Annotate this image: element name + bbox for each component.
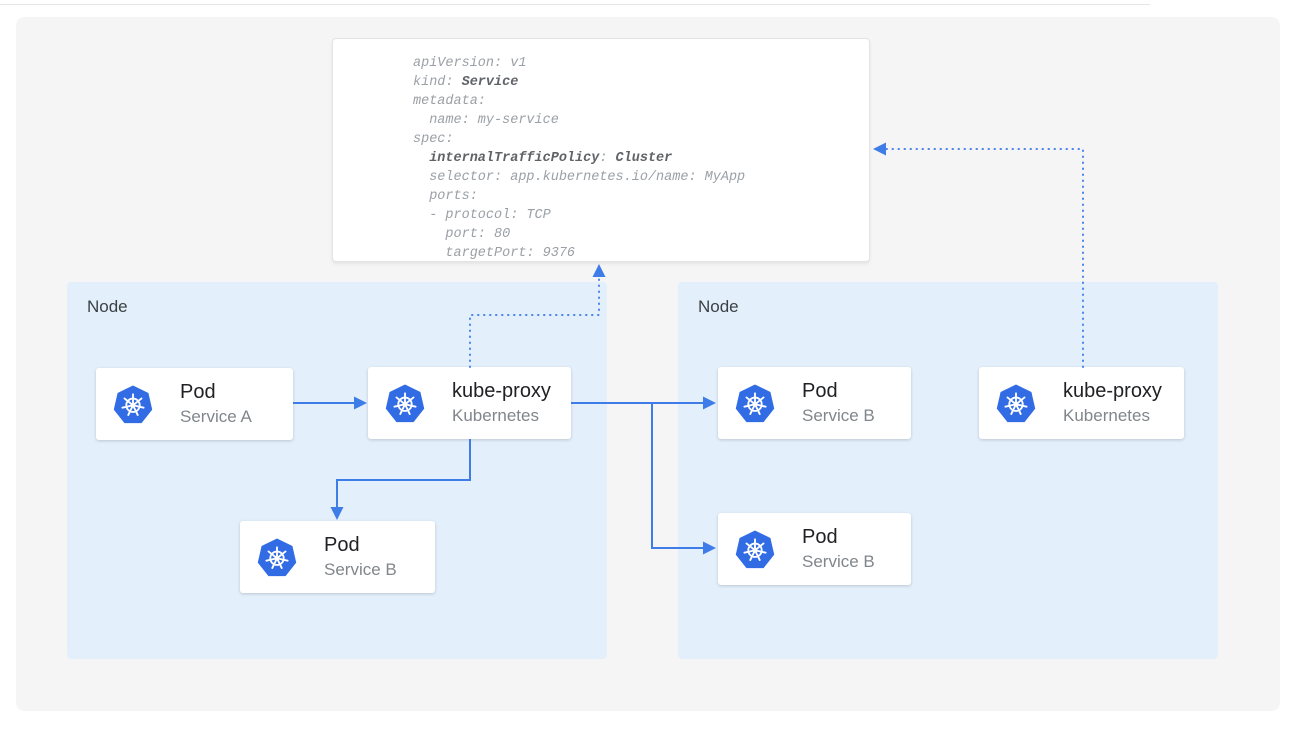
node-label: Node <box>698 297 739 317</box>
card-kube-proxy-left: kube-proxy Kubernetes <box>368 367 571 439</box>
node-right: Node <box>678 282 1218 659</box>
card-subtitle: Kubernetes <box>1063 404 1162 427</box>
yaml-line: port: 80 <box>413 225 869 244</box>
card-kube-proxy-right: kube-proxy Kubernetes <box>979 367 1184 439</box>
card-pod-service-b-left: Pod Service B <box>240 521 435 593</box>
yaml-line: apiVersion: v1 <box>413 54 869 73</box>
top-divider <box>0 4 1150 5</box>
yaml-line: metadata: <box>413 92 869 111</box>
card-title: Pod <box>802 379 875 404</box>
yaml-line-internal-traffic-policy: internalTrafficPolicy: Cluster <box>413 149 869 168</box>
kubernetes-icon <box>734 528 776 570</box>
node-label: Node <box>87 297 128 317</box>
yaml-line: selector: app.kubernetes.io/name: MyApp <box>413 168 869 187</box>
yaml-line: ports: <box>413 187 869 206</box>
yaml-line: - protocol: TCP <box>413 206 869 225</box>
card-title: Pod <box>180 380 252 405</box>
kubernetes-icon <box>256 536 298 578</box>
service-yaml-card: apiVersion: v1 kind: Service metadata: n… <box>332 38 870 262</box>
kubernetes-icon <box>384 382 426 424</box>
card-title: Pod <box>324 533 397 558</box>
kubernetes-icon <box>995 382 1037 424</box>
card-pod-service-b-right-bottom: Pod Service B <box>718 513 911 585</box>
card-subtitle: Kubernetes <box>452 404 551 427</box>
card-title: Pod <box>802 525 875 550</box>
yaml-line: spec: <box>413 130 869 149</box>
card-subtitle: Service B <box>324 558 397 581</box>
yaml-line: kind: Service <box>413 73 869 92</box>
yaml-line: targetPort: 9376 <box>413 244 869 263</box>
node-left: Node <box>67 282 607 659</box>
card-title: kube-proxy <box>452 379 551 404</box>
card-pod-service-b-right-top: Pod Service B <box>718 367 911 439</box>
kubernetes-icon <box>734 382 776 424</box>
card-pod-service-a: Pod Service A <box>96 368 293 440</box>
card-subtitle: Service B <box>802 550 875 573</box>
yaml-line: name: my-service <box>413 111 869 130</box>
card-title: kube-proxy <box>1063 379 1162 404</box>
kubernetes-icon <box>112 383 154 425</box>
card-subtitle: Service A <box>180 405 252 428</box>
card-subtitle: Service B <box>802 404 875 427</box>
